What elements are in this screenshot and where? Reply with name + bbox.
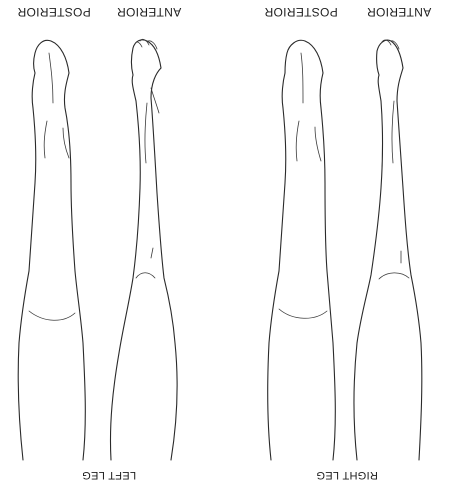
- left-leg-caption: LEFT LEG: [82, 469, 136, 481]
- left-leg-posterior-label: POSTERIOR: [17, 5, 90, 19]
- left-leg-anterior-label: ANTERIOR: [117, 5, 181, 19]
- right-leg-anterior-outline: [354, 40, 422, 460]
- left-leg-anterior-outline: [110, 39, 177, 460]
- right-leg-posterior-label: POSTERIOR: [264, 5, 337, 19]
- right-leg-posterior-outline: [268, 40, 336, 460]
- right-leg-caption: RIGHT LEG: [316, 469, 378, 481]
- right-leg-anterior-label: ANTERIOR: [367, 5, 431, 19]
- left-leg-posterior-outline: [18, 40, 85, 460]
